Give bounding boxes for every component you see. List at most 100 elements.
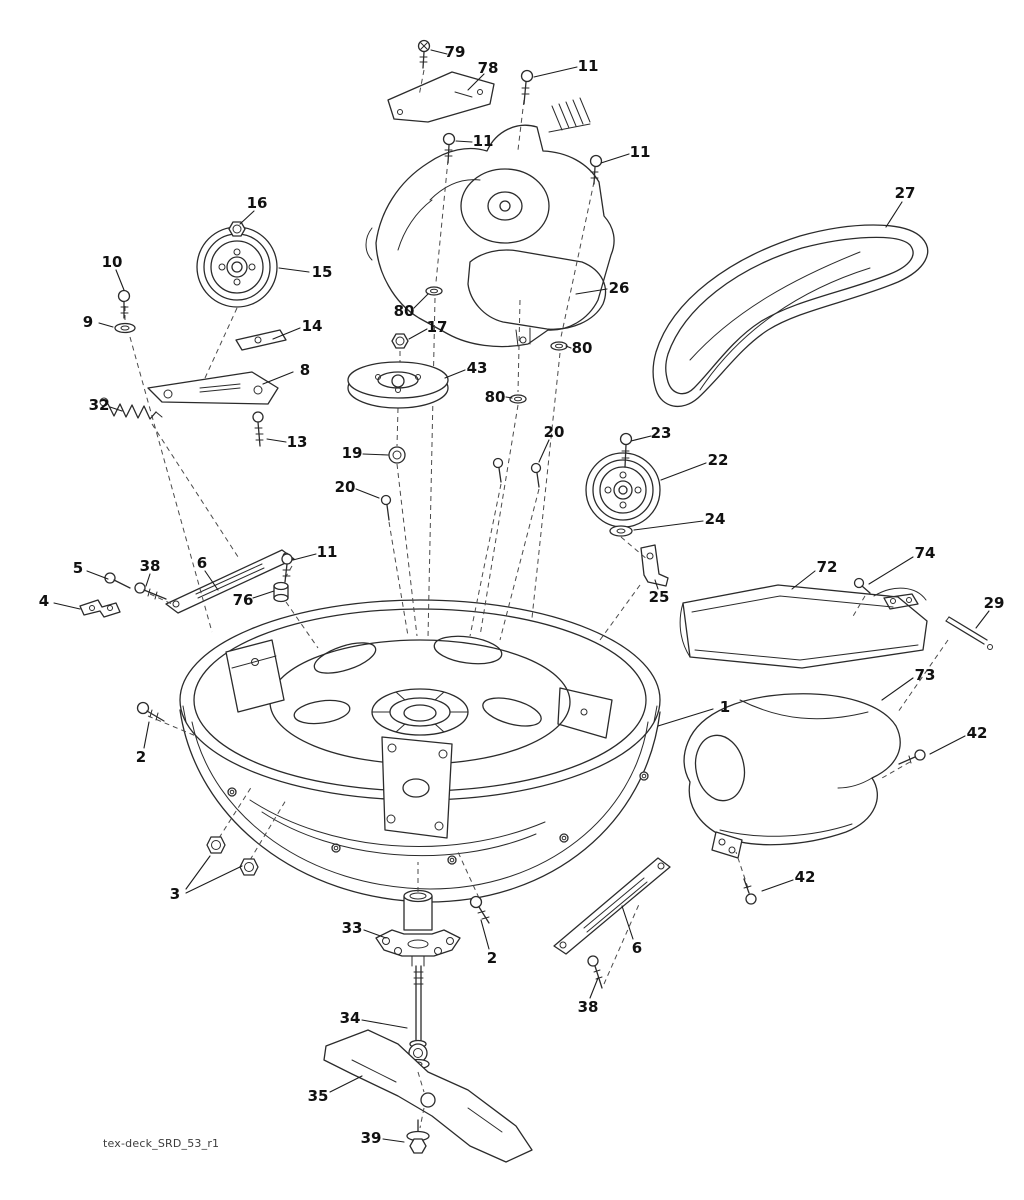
tension-spring-32 [99,397,163,420]
callout-80-14: 80 [571,339,593,357]
callout-11-4: 11 [629,143,651,161]
callout-32-17: 32 [88,396,110,414]
bolt-10 [117,289,131,319]
drawing-id: tex-deck_SRD_53_r1 [103,1137,220,1150]
callout-38-45: 38 [577,998,599,1016]
deck-rim-clips [227,771,649,865]
deck-left-bracket [225,639,285,713]
callout-25-33: 25 [648,588,670,606]
cover-vent-comb [548,97,591,133]
callout-72-31: 72 [816,558,838,576]
idler-pulley-15 [196,226,278,308]
flange-nut-16 [228,221,246,237]
callout-15-8: 15 [311,263,333,281]
washers-80 [425,286,568,404]
bolt-38-front [134,582,167,600]
bolt-11-top [520,69,534,105]
washer-9 [114,322,136,334]
spindle-shaft [406,965,430,1070]
callout-42-40: 42 [794,868,816,886]
blade-bolt-39 [406,1119,430,1154]
callout-6-44: 6 [631,939,643,957]
callout-80-12: 80 [393,302,415,320]
flange-lock-nuts-3 [206,836,259,876]
callout-4-34: 4 [38,592,50,610]
discharge-chute-lower [683,693,901,859]
leader-lines [53,49,990,1143]
callout-23-22: 23 [650,424,672,442]
callout-78-1: 78 [477,59,499,77]
spindle-housing-assembly [375,889,461,967]
callout-39-48: 39 [360,1129,382,1147]
deck-housing [179,599,661,903]
callout-11-3: 11 [472,132,494,150]
callout-74-27: 74 [914,544,936,562]
callout-5-28: 5 [72,559,84,577]
callout-20-21: 20 [543,423,565,441]
bolt-38-rear [587,955,603,989]
callout-10-7: 10 [101,253,123,271]
callout-11-2: 11 [577,57,599,75]
callout-2-43: 2 [486,949,498,967]
cover-mount-tab [515,327,531,347]
callout-43-16: 43 [466,359,488,377]
idler-pulley-22 [585,452,661,528]
callout-79-0: 79 [444,43,466,61]
callout-27-5: 27 [894,184,916,202]
callout-80-18: 80 [484,388,506,406]
keeper-bracket-14 [235,329,287,351]
dashed-alignment-lines [124,69,949,1129]
callout-6-30: 6 [196,554,208,572]
callout-17-13: 17 [426,318,448,336]
discharge-chute-upper [679,584,928,669]
rear-suspension-bracket [553,857,671,955]
spacer-76 [273,581,289,603]
callout-38-29: 38 [139,557,161,575]
bolt-11-right [589,154,603,185]
callout-20-24: 20 [334,478,356,496]
rod-29 [945,616,993,650]
deck-vent-holes [293,635,542,727]
callout-29-35: 29 [983,594,1005,612]
callout-9-10: 9 [82,313,94,331]
callout-76-32: 76 [232,591,254,609]
screw-79 [417,39,431,69]
bolt-42-bottom [743,878,757,905]
callout-11-26: 11 [316,543,338,561]
flat-idler-pulley-43 [347,361,449,409]
flange-nut-17 [391,333,409,349]
callout-14-11: 14 [301,317,323,335]
washer-24 [609,525,633,537]
callout-1-37: 1 [719,698,731,716]
bolt-13 [252,411,264,447]
hub-spokes [371,691,469,733]
bolt-11-left [281,553,293,583]
deck-right-gusset [557,687,613,739]
bolt-2-left [136,701,165,722]
callout-13-19: 13 [286,433,308,451]
callout-33-42: 33 [341,919,363,937]
callout-19-20: 19 [341,444,363,462]
callout-35-47: 35 [307,1087,329,1105]
bolt-42-right [898,749,926,765]
bolt-5 [104,572,131,589]
cover-lower-shell [467,249,607,330]
belt-guard-plate [387,71,495,123]
callout-2-38: 2 [135,748,147,766]
callout-34-46: 34 [339,1009,361,1027]
bolts-20 [380,457,542,521]
callout-24-25: 24 [704,510,726,528]
callout-22-23: 22 [707,451,729,469]
keeper-bracket-25 [640,544,669,587]
mower-blade [323,1029,533,1163]
callout-73-36: 73 [914,666,936,684]
bolt-11-mid [442,132,456,164]
idler-arm [147,371,279,405]
v-belt [652,224,929,408]
mandrel-mount-plate [381,736,453,839]
callout-26-9: 26 [608,279,630,297]
callout-16-6: 16 [246,194,268,212]
callout-3-41: 3 [169,885,181,903]
